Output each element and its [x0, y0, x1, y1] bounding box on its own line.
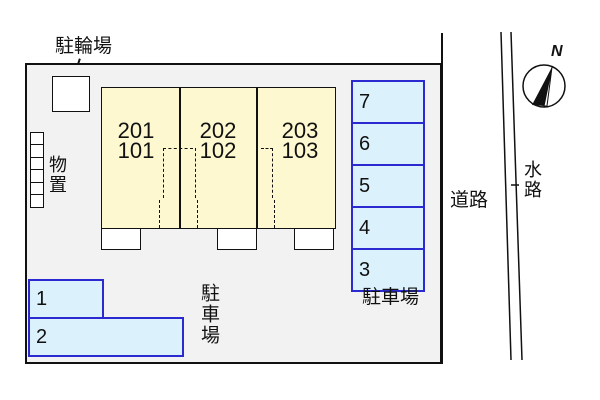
unit-upper: 201 [117, 118, 155, 143]
dashed-partition [274, 200, 275, 228]
unit-divider [256, 87, 258, 229]
dashed-partition [197, 200, 198, 228]
storage-shed [30, 131, 44, 208]
bicycle-shed [52, 76, 90, 112]
dashed-partition [261, 148, 273, 149]
unit-upper: 202 [199, 118, 237, 143]
parking-space-1: 1 [28, 279, 104, 319]
parking-label-center: 駐車場 [198, 283, 220, 346]
parking-space-7: 7 [351, 80, 425, 124]
dashed-partition [159, 200, 160, 228]
unit-lower: 103 [281, 138, 319, 163]
north-label: N [551, 43, 563, 60]
road-label: 道路 [450, 189, 489, 211]
entry-step [101, 228, 141, 250]
unit-3-label: 203 103 [272, 118, 328, 163]
unit-lower: 102 [199, 138, 237, 163]
unit-2-label: 202 102 [190, 118, 246, 163]
entry-step [217, 228, 257, 250]
dashed-partition [195, 148, 196, 198]
parking-label-right: 駐車場 [362, 286, 420, 308]
unit-1-label: 201 101 [108, 118, 164, 163]
parking-column-right: 7 6 5 4 3 [351, 80, 425, 292]
unit-divider [179, 87, 181, 229]
unit-upper: 203 [281, 118, 319, 143]
dashed-partition [163, 148, 193, 149]
waterway-lines [500, 31, 523, 361]
bicycle-parking-label: 駐輪場 [55, 35, 113, 57]
parking-space-6: 6 [351, 122, 425, 166]
dashed-partition [163, 148, 164, 198]
unit-lower: 101 [117, 138, 155, 163]
parking-space-3: 3 [351, 248, 425, 292]
waterway-label: 水路 [521, 160, 542, 200]
road-boundary-line [441, 33, 443, 364]
parking-space-5: 5 [351, 164, 425, 208]
building [101, 87, 336, 229]
entry-step [294, 228, 334, 250]
dashed-partition [272, 148, 273, 198]
storage-label: 物置 [46, 155, 67, 195]
parking-space-2: 2 [28, 317, 184, 357]
parking-space-4: 4 [351, 206, 425, 250]
compass-icon [522, 64, 566, 108]
